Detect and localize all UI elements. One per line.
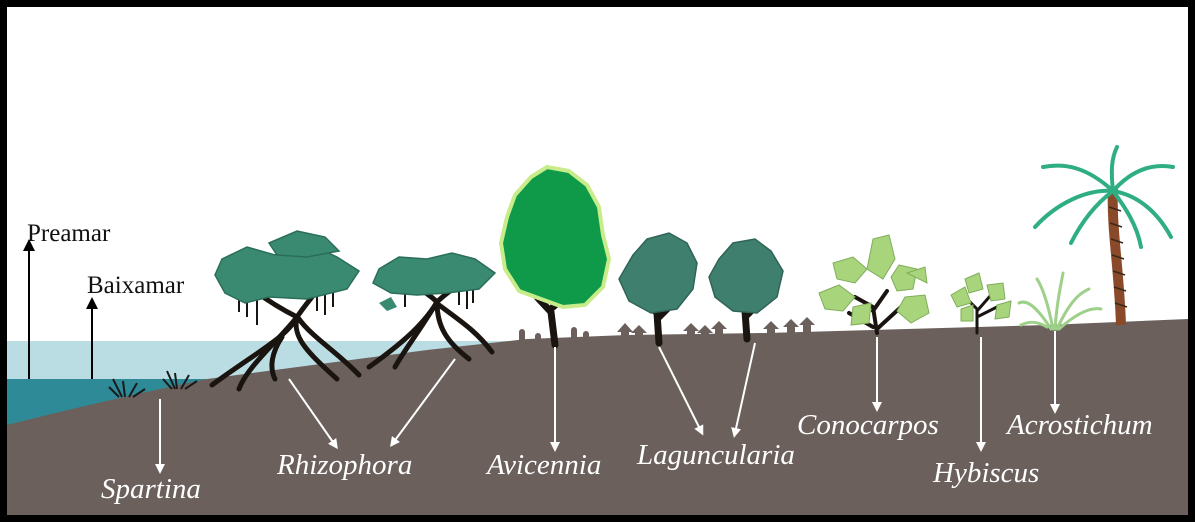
laguncularia-label: Laguncularia xyxy=(637,441,795,470)
avicennia-label: Avicennia xyxy=(487,451,601,480)
palm-tree xyxy=(1035,147,1173,325)
acrostichum-fern xyxy=(1019,273,1101,329)
conocarpos-shrub xyxy=(819,235,929,333)
laguncularia-tree-1 xyxy=(619,233,697,343)
hybiscus-shrub xyxy=(951,273,1011,333)
rhizophora-label: Rhizophora xyxy=(277,451,412,480)
spartina-label: Spartina xyxy=(101,475,201,504)
conocarpos-label: Conocarpos xyxy=(797,411,939,440)
avicennia-tree xyxy=(501,167,609,345)
low-tide-label: Baixamar xyxy=(87,273,184,298)
hybiscus-label: Hybiscus xyxy=(933,459,1039,488)
high-tide-label: Preamar xyxy=(27,221,110,246)
acrostichum-label: Acrostichum xyxy=(1007,411,1153,440)
